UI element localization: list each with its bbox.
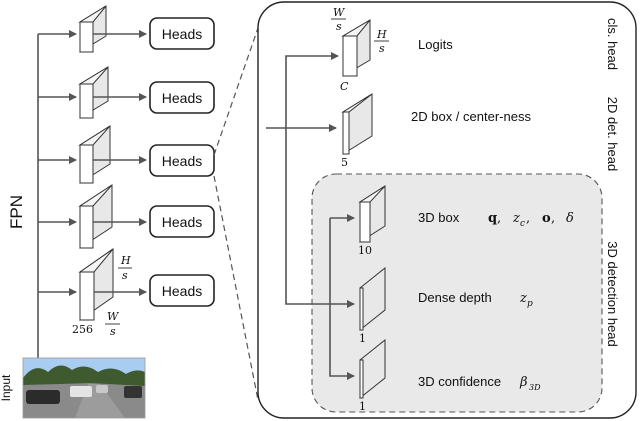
fpn-height-denominator: s [122,269,128,282]
fpn-level-1: Heads [38,5,215,53]
depth-formula: z p [519,291,533,309]
feature-map-face [79,205,94,249]
formula-delta: δ [566,211,574,226]
cls-head-label: cls. head [605,18,620,70]
heads-box-1 [149,17,215,50]
fpn-level-2: Heads [38,66,215,119]
heads-box-2 [149,81,215,114]
box3d-feature-map [358,185,386,243]
heads-label-5: Heads [162,283,202,299]
logits-label: Logits [418,37,453,52]
svg-text:,: , [551,211,555,226]
box2d-channels-label: 5 [341,156,348,169]
input-label: Input [0,374,13,401]
logits-feature-map [341,19,371,77]
confidence-channels-label: 1 [359,400,366,413]
heads-label-2: Heads [162,90,202,106]
formula-zc-sub: c [520,219,525,229]
logits-height-denominator: s [379,42,385,55]
formula-o: o [542,211,551,226]
box2d-label: 2D box / center-ness [411,109,531,124]
heads-label-4: Heads [162,214,202,230]
formula-q: q [488,211,497,226]
feature-map-face [79,271,95,321]
fpn-width-denominator: s [110,325,116,338]
zoom-line-bottom [213,175,259,401]
det3d-head-label: 3D detection head [605,241,620,347]
logits-width-numerator: W [333,6,346,19]
logits-channels-label: C [340,80,349,93]
fpn-channels-label: 256 [72,323,93,336]
box2d-feature-map [341,93,373,155]
box3d-channels-label: 10 [358,244,372,257]
det2d-head-label: 2D det. head [605,97,620,171]
formula-zp-sub: p [527,299,533,309]
formula-beta-sub: 3D [529,383,541,392]
feature-map-face [79,21,94,53]
feature-map-face [79,83,94,119]
logits-height-numerator: H [376,28,387,41]
svg-text:,: , [497,211,501,226]
heads-box-3 [149,144,215,177]
zoom-line-top [213,27,259,156]
fpn-width-numerator: W [107,310,120,323]
heads-box-4 [149,205,215,238]
confidence-feature-map [359,338,386,400]
box3d-label: 3D box [418,210,460,225]
formula-zp: z [519,291,527,306]
depth-label: Dense depth [418,290,492,305]
fpn-level-4: Heads [38,184,215,249]
input-street-image [22,357,146,419]
heads-label-1: Heads [162,26,202,42]
depth-channels-label: 1 [359,332,366,345]
confidence-label: 3D confidence [418,374,501,389]
depth-feature-map [359,266,386,332]
fpn-level-5: Heads 256 H s W s [38,248,215,338]
logits-width-denominator: s [336,20,342,33]
confidence-formula: β 3D [519,375,541,392]
box3d-formula: q , z c , o , δ [488,211,574,229]
fpn-level-3: Heads [38,125,215,184]
formula-beta: β [519,375,528,390]
feature-map-face [79,144,94,184]
heads-box-5 [149,274,215,307]
branch-routing [285,52,355,380]
fpn-label: FPN [7,195,26,229]
fpn-height-numerator: H [120,254,131,267]
svg-text:,: , [526,211,530,226]
heads-label-3: Heads [162,153,202,169]
formula-zc: z [512,211,520,226]
